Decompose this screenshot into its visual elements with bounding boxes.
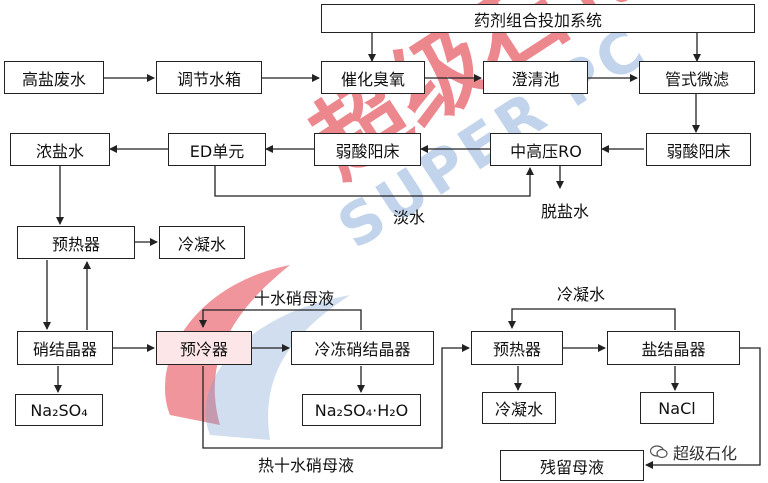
box-residual-mother-liquor: 残留母液	[500, 450, 644, 481]
box-weak-acid-cation-bed-2: 弱酸阳床	[646, 133, 751, 166]
box-ed-unit: ED单元	[168, 133, 266, 166]
chat-bubble-icon	[650, 445, 668, 459]
box-precooler: 预冷器	[156, 331, 252, 365]
box-sodium-chloride: NaCl	[640, 392, 714, 424]
box-medium-high-pressure-ro: 中高压RO	[490, 133, 602, 166]
box-dosing-system: 药剂组合投加系统	[321, 4, 755, 33]
label-condensate-top: 冷凝水	[557, 285, 606, 304]
box-high-salt-wastewater: 高盐废水	[4, 61, 104, 94]
box-salt-crystallizer: 盐结晶器	[607, 331, 740, 365]
box-regulating-tank: 调节水箱	[156, 61, 262, 94]
brand-name: 超级石化	[673, 444, 738, 463]
watermark-swoosh	[165, 265, 350, 440]
box-preheater-1: 预热器	[17, 226, 135, 259]
box-weak-acid-cation-bed-1: 弱酸阳床	[314, 133, 421, 166]
box-mirabilite-crystallizer: 硝结晶器	[17, 331, 113, 365]
box-condensate-1: 冷凝水	[159, 226, 245, 259]
brand-mark: 超级石化	[650, 440, 737, 464]
box-sodium-sulfate: Na₂SO₄	[15, 394, 103, 426]
box-freeze-mirabilite-crystallizer: 冷冻硝结晶器	[291, 331, 434, 365]
box-sodium-sulfate-hydrate: Na₂SO₄·H₂O	[302, 394, 421, 426]
label-fresh-water: 淡水	[393, 208, 426, 227]
box-clarifier: 澄清池	[483, 61, 588, 94]
label-decahydrate-mother-liquor: 十水硝母液	[254, 289, 335, 308]
box-catalytic-ozonation: 催化臭氧	[321, 61, 425, 94]
label-hot-decahydrate-mother-liquor: 热十水硝母液	[258, 456, 355, 475]
box-tubular-microfiltration: 管式微滤	[639, 61, 755, 94]
box-condensate-2: 冷凝水	[482, 392, 556, 424]
label-desalinated-water: 脱盐水	[541, 202, 590, 221]
box-preheater-2: 预热器	[471, 331, 563, 365]
box-concentrated-brine: 浓盐水	[10, 133, 110, 166]
